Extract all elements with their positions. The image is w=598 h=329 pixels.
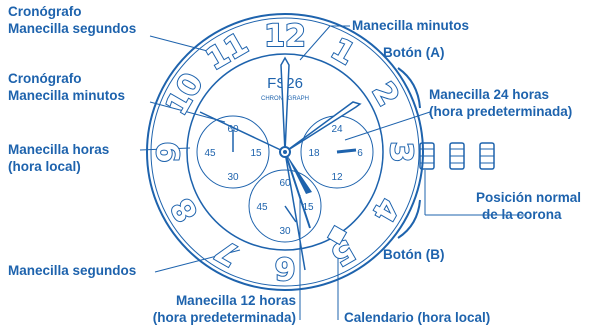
label-hours-hand: Manecilla horas [8, 142, 109, 157]
leader-lines [139, 25, 525, 320]
bottom-subdial-number: 60 [279, 178, 291, 189]
button-a [397, 67, 421, 109]
left-subdial-number: 60 [227, 124, 239, 135]
label-24h-hand: Manecilla 24 horas [429, 87, 549, 102]
right-subdial-number: 18 [308, 148, 320, 159]
label-calendar: Calendario (hora local) [344, 310, 490, 325]
label-12h-hand: Manecilla 12 horas [176, 293, 296, 308]
label-24h-default: (hora predeterminada) [429, 104, 572, 119]
label-chrono-seconds-hand: Manecilla segundos [8, 21, 136, 36]
label-chrono-minutes: Cronógrafo [8, 71, 82, 86]
label-12h-default: (hora predeterminada) [153, 310, 296, 325]
calendar-window [326, 224, 348, 246]
bottom-subdial-number: 45 [256, 202, 268, 213]
label-minutes-hand: Manecilla minutos [352, 18, 469, 33]
subdial-text: 60 15 45 30 24 6 18 12 60 15 45 30 [204, 124, 363, 237]
right-subdial-number: 6 [357, 148, 363, 159]
bezel-number: 12 [264, 19, 306, 54]
bezel-number: 9 [152, 142, 187, 163]
label-chrono-minutes-hand: Manecilla minutos [8, 88, 125, 103]
right-subdial-number: 24 [331, 124, 343, 135]
label-hours-local: (hora local) [8, 159, 81, 174]
bottom-subdial-number: 30 [279, 226, 291, 237]
left-subdial-number: 45 [204, 148, 216, 159]
left-subdial-number: 30 [227, 172, 239, 183]
crown-icons [419, 142, 495, 170]
label-button-b: Botón (B) [383, 247, 444, 262]
hands [199, 56, 362, 271]
bezel-number: 11 [200, 26, 254, 77]
watch-bezel [146, 13, 424, 291]
left-subdial-number: 15 [250, 148, 262, 159]
bottom-subdial-number: 15 [302, 202, 314, 213]
label-seconds-hand: Manecilla segundos [8, 263, 136, 278]
label-crown-normal: Posición normal [476, 190, 581, 205]
button-b [397, 199, 421, 239]
bezel-number: 6 [275, 250, 296, 285]
subdials [196, 115, 374, 243]
label-chrono-seconds: Cronógrafo [8, 4, 82, 19]
bezel-number: 3 [383, 142, 418, 163]
label-crown-position: de la corona [482, 207, 562, 222]
right-subdial-number: 12 [331, 172, 343, 183]
label-button-a: Botón (A) [383, 45, 444, 60]
